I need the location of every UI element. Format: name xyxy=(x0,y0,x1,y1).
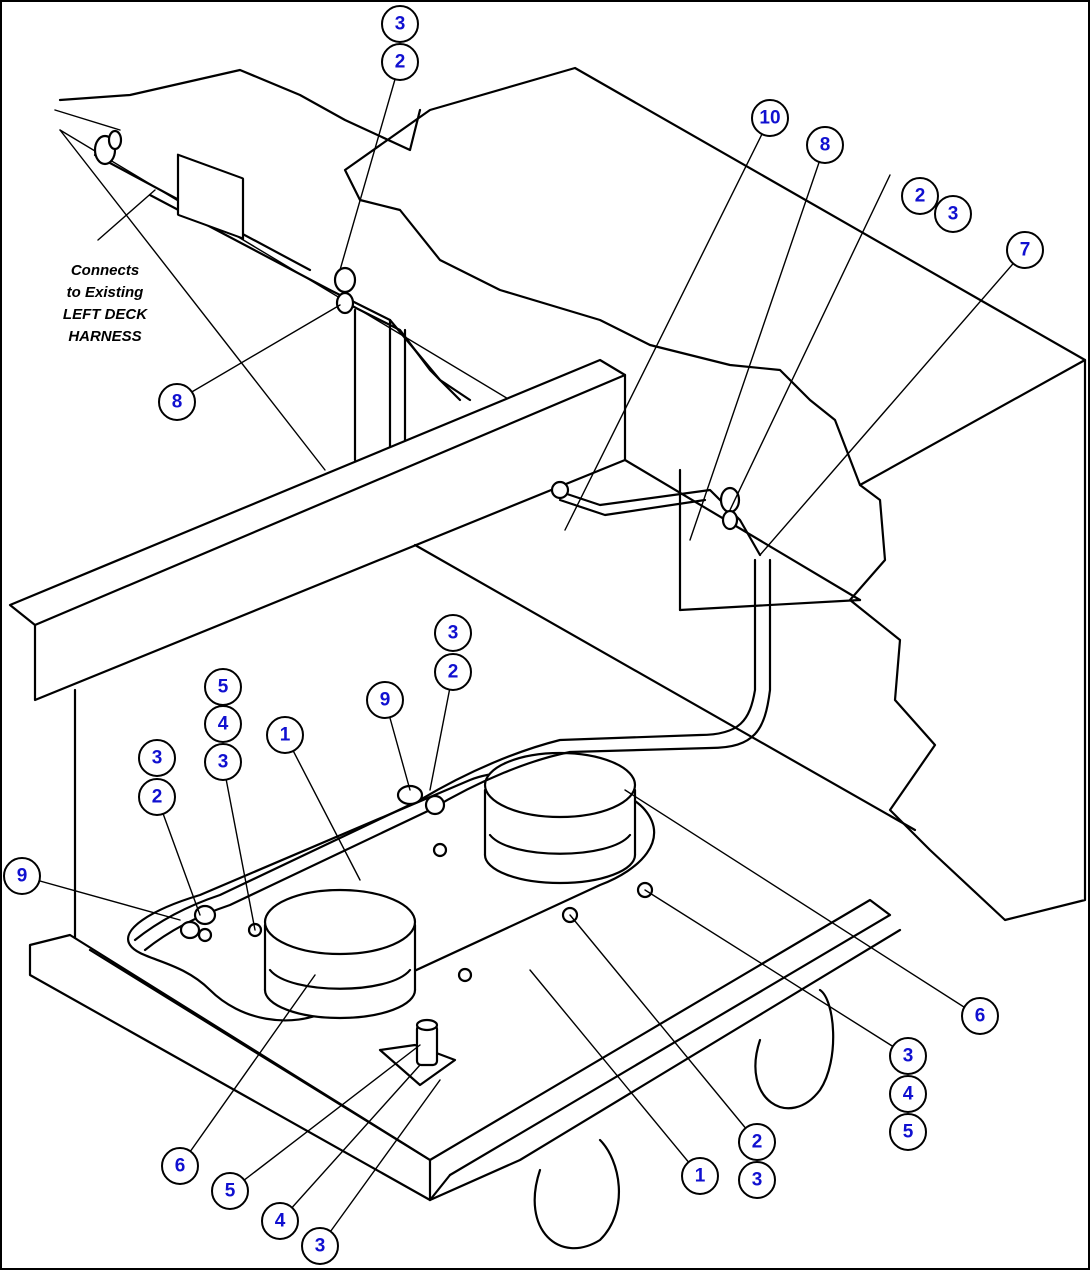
callout-2b: 2 xyxy=(901,177,939,215)
svg-text:6: 6 xyxy=(975,1006,986,1027)
svg-text:3: 3 xyxy=(948,204,959,225)
svg-text:3: 3 xyxy=(218,752,229,773)
svg-text:1: 1 xyxy=(695,1166,706,1187)
svg-text:4: 4 xyxy=(275,1211,286,1232)
callout-9a: 9 xyxy=(366,681,404,719)
svg-text:9: 9 xyxy=(380,690,391,711)
svg-text:3: 3 xyxy=(752,1170,763,1191)
callout-8b: 8 xyxy=(158,383,196,421)
callout-2c: 2 xyxy=(434,653,472,691)
svg-text:2: 2 xyxy=(152,787,163,808)
svg-text:7: 7 xyxy=(1020,240,1031,261)
svg-text:5: 5 xyxy=(903,1122,914,1143)
svg-text:9: 9 xyxy=(17,866,28,887)
callout-5b: 5 xyxy=(889,1113,927,1151)
callout-5c: 5 xyxy=(211,1172,249,1210)
wheels xyxy=(533,988,835,1250)
callout-6b: 6 xyxy=(161,1147,199,1185)
housing-box xyxy=(73,458,917,952)
svg-text:3: 3 xyxy=(152,748,163,769)
callout-3a: 3 xyxy=(381,5,419,43)
callout-2e: 2 xyxy=(738,1123,776,1161)
note-line-2: to Existing xyxy=(66,284,144,301)
callout-3f: 3 xyxy=(889,1037,927,1075)
lower-harness xyxy=(133,480,772,952)
svg-text:4: 4 xyxy=(218,714,229,735)
svg-text:3: 3 xyxy=(903,1046,914,1067)
svg-text:10: 10 xyxy=(759,108,780,129)
angle-beam xyxy=(8,358,627,702)
callout-7: 7 xyxy=(1006,231,1044,269)
svg-text:3: 3 xyxy=(395,14,406,35)
svg-text:5: 5 xyxy=(225,1181,236,1202)
callout-1a: 1 xyxy=(266,716,304,754)
svg-text:8: 8 xyxy=(172,392,183,413)
callout-4c: 4 xyxy=(261,1202,299,1240)
callout-3h: 3 xyxy=(301,1227,339,1265)
svg-text:4: 4 xyxy=(903,1084,914,1105)
callout-1b: 1 xyxy=(681,1157,719,1195)
svg-text:5: 5 xyxy=(218,677,229,698)
upper-harness xyxy=(59,129,472,471)
callout-3c: 3 xyxy=(434,614,472,652)
svg-text:6: 6 xyxy=(175,1156,186,1177)
callout-4a: 4 xyxy=(204,705,242,743)
leader-lines xyxy=(21,61,1026,1247)
callout-3b: 3 xyxy=(934,195,972,233)
callout-3d: 3 xyxy=(204,743,242,781)
callout-9b: 9 xyxy=(3,857,41,895)
svg-text:2: 2 xyxy=(448,662,459,683)
note-line-4: HARNESS xyxy=(68,328,142,345)
left-canister xyxy=(263,888,417,1020)
front-bumper xyxy=(28,898,902,1202)
callout-5a: 5 xyxy=(204,668,242,706)
svg-text:8: 8 xyxy=(820,135,831,156)
callout-3e: 3 xyxy=(138,739,176,777)
svg-text:2: 2 xyxy=(395,52,406,73)
svg-text:3: 3 xyxy=(315,1236,326,1257)
note-line-1: Connects xyxy=(70,262,140,279)
callout-8a: 8 xyxy=(806,126,844,164)
callout-4b: 4 xyxy=(889,1075,927,1113)
callout-10: 10 xyxy=(751,99,789,137)
svg-text:2: 2 xyxy=(915,186,926,207)
svg-text:1: 1 xyxy=(280,725,291,746)
callout-2a: 2 xyxy=(381,43,419,81)
callout-6a: 6 xyxy=(961,997,999,1035)
callout-2d: 2 xyxy=(138,778,176,816)
front-valve xyxy=(378,1018,457,1087)
callout-3g: 3 xyxy=(738,1161,776,1199)
right-canister xyxy=(483,751,637,885)
svg-text:3: 3 xyxy=(448,623,459,644)
connection-note: Connects to Existing LEFT DECK HARNESS xyxy=(30,260,180,348)
note-line-3: LEFT DECK xyxy=(62,306,148,323)
svg-text:2: 2 xyxy=(752,1132,763,1153)
